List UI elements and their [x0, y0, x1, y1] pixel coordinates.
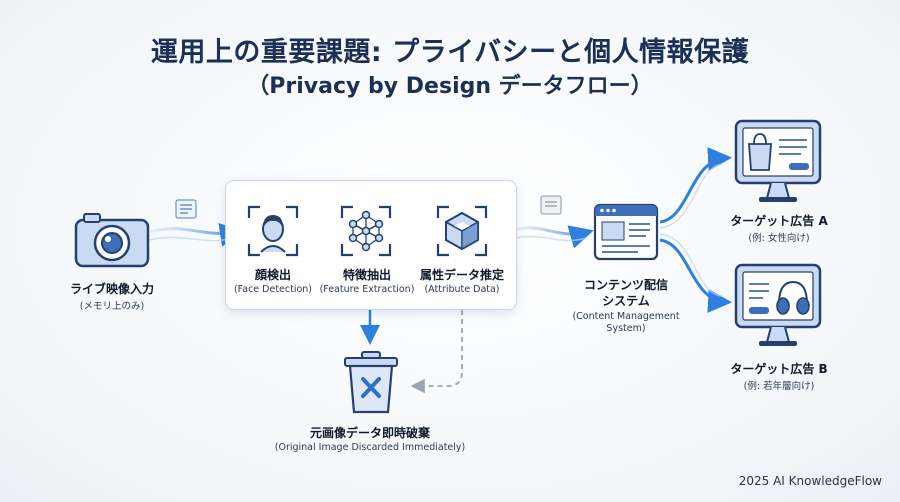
camera-icon	[74, 213, 150, 268]
face-detection-sublabel: (Face Detection)	[233, 284, 313, 295]
cms-label-line1: コンテンツ配信	[583, 278, 668, 292]
camera-node	[72, 208, 152, 268]
trash-node	[340, 350, 402, 416]
cms-node	[593, 203, 659, 261]
diagram-title: 運用上の重要課題: プライバシーと個人情報保護	[150, 37, 750, 68]
feature-extraction-node	[339, 204, 393, 258]
attribute-data-sublabel: (Attribute Data)	[424, 284, 500, 295]
trash-label: 元画像データ即時破棄	[309, 426, 430, 440]
attribute-data-node	[435, 204, 489, 258]
face-detection-node	[246, 204, 300, 258]
footer-credit: 2025 AI KnowledgeFlow	[738, 474, 882, 488]
network-icon	[340, 205, 392, 257]
data-packet-icon	[175, 199, 197, 219]
ad-a-sublabel: (例: 女性向け)	[748, 233, 810, 244]
ad-a-label: ターゲット広告 A	[730, 214, 828, 228]
flow-arrow-cms-to-ad-b	[659, 238, 732, 313]
feature-extraction-label: 特徴抽出	[342, 268, 391, 282]
data-packet-icon	[540, 195, 562, 215]
dashed-arrow-attribute-to-trash	[410, 310, 463, 394]
face-detection-icon	[247, 205, 299, 257]
trash-sublabel: (Original Image Discarded Immediately)	[274, 442, 466, 453]
monitor-headphones-icon	[734, 263, 822, 346]
ad-b-node	[733, 262, 825, 350]
cms-label-line2: システム	[602, 294, 650, 308]
attribute-data-label: 属性データ推定	[419, 268, 504, 282]
monitor-shopping-bag-icon	[734, 119, 822, 202]
cms-sublabel-line2: System)	[606, 323, 646, 334]
ad-b-sublabel: (例: 若年層向け)	[743, 381, 815, 392]
feature-extraction-sublabel: (Feature Extraction)	[319, 284, 415, 295]
browser-window-icon	[593, 203, 659, 261]
flow-arrow-cms-to-ad-a	[659, 147, 732, 224]
diagram-subtitle: （Privacy by Design データフロー）	[247, 74, 653, 99]
ad-a-node	[733, 118, 825, 206]
face-detection-label: 顔検出	[254, 268, 291, 282]
cms-sublabel-line1: (Content Management	[572, 311, 680, 322]
trash-icon	[344, 351, 398, 414]
flow-arrow-processing-to-cms	[514, 225, 594, 249]
camera-label: ライブ映像入力	[69, 282, 154, 296]
camera-sublabel: (メモリ上のみ)	[79, 301, 145, 312]
ad-b-label: ターゲット広告 B	[730, 362, 828, 376]
cube-icon	[436, 205, 488, 257]
